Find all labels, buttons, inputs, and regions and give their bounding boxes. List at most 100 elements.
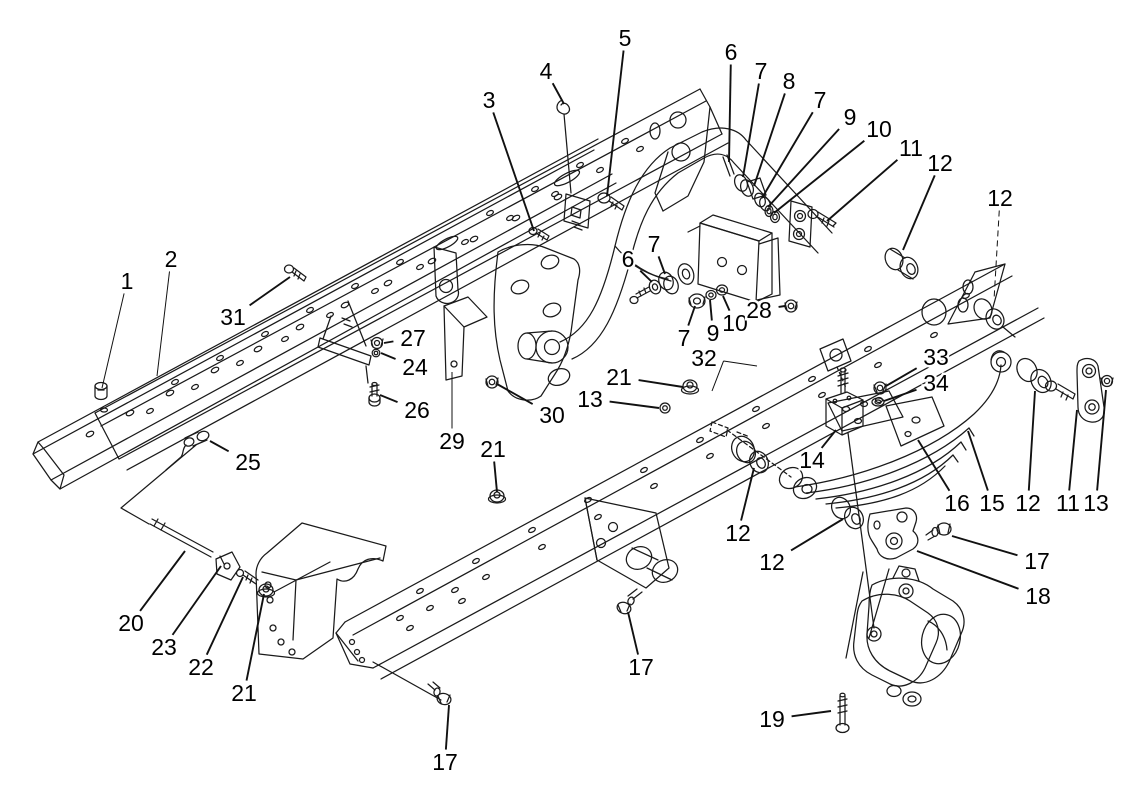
rail-hole — [640, 466, 648, 474]
rail-hole — [253, 345, 263, 353]
callout-label-c2: 2 — [165, 246, 178, 272]
callout-leader-c7b — [761, 111, 814, 199]
rail-hole — [528, 526, 536, 534]
callout-label-c10b: 10 — [722, 310, 748, 336]
callout-leader-c18 — [916, 550, 1019, 590]
callout-leader-c14 — [820, 429, 837, 449]
callout-leader-c12e — [790, 518, 844, 552]
rail-hole — [427, 257, 437, 265]
callout-label-c28: 28 — [746, 297, 772, 323]
callout-leader-c11a — [826, 159, 899, 222]
rail-hole — [808, 375, 816, 383]
callout-leader-c21a — [493, 461, 498, 493]
cap-part-1 — [94, 381, 109, 413]
callout-leader-c7a — [742, 83, 760, 178]
rail-hole — [171, 378, 179, 386]
callout-label-c3: 3 — [483, 87, 496, 113]
callout-label-c30: 30 — [539, 402, 565, 428]
callout-label-c12c: 12 — [1015, 490, 1041, 516]
callout-label-c19: 19 — [759, 706, 785, 732]
loose-fasteners — [283, 99, 798, 706]
callout-leader-c27 — [383, 340, 394, 344]
callout-label-c9b: 9 — [707, 320, 720, 346]
rail-hole — [406, 624, 414, 632]
rail-hole — [594, 513, 602, 521]
rail-hole — [930, 331, 938, 339]
callout-label-c33: 33 — [923, 344, 949, 370]
callout-label-c1: 1 — [121, 268, 134, 294]
callout-label-c17c: 17 — [432, 749, 458, 775]
rail-hole — [306, 306, 314, 314]
rail-hole — [165, 389, 175, 397]
rail-hole — [351, 282, 359, 290]
rail-hole — [576, 161, 584, 169]
rod-and-clamp-assembly — [120, 430, 331, 598]
callout-label-c9a: 9 — [844, 104, 857, 130]
rail-hole — [281, 335, 289, 343]
upper-left-angle-rail — [32, 138, 617, 490]
rail-hole — [531, 185, 539, 193]
callout-leader-c10b — [722, 295, 731, 312]
callout-leader-c1 — [101, 293, 125, 389]
callout-label-c26: 26 — [404, 397, 430, 423]
callout-label-c21b: 21 — [606, 364, 632, 390]
rail-hole — [383, 279, 393, 287]
callout-label-c4: 4 — [540, 58, 553, 84]
callout-leader-c32 — [723, 360, 758, 367]
callout-leader-c6a — [728, 64, 732, 163]
callout-leader-c10a — [773, 140, 865, 214]
callout-label-c34: 34 — [923, 370, 949, 396]
callout-leader-c9a — [767, 128, 840, 208]
callout-label-c12d: 12 — [725, 520, 751, 546]
rail-hole — [416, 263, 424, 271]
callout-label-c8: 8 — [783, 68, 796, 94]
callout-label-c7d: 7 — [678, 325, 691, 351]
callout-label-c12a: 12 — [927, 150, 953, 176]
callout-label-c22: 22 — [188, 654, 214, 680]
callout-leader-c31 — [249, 276, 291, 307]
rail-hole — [650, 482, 658, 490]
callout-leader-c25 — [209, 440, 230, 453]
rail-hole — [146, 407, 154, 415]
pivot-bracket — [493, 243, 581, 401]
rail-hole — [216, 354, 224, 362]
callout-leader-c4 — [551, 82, 565, 105]
rail-hole — [636, 145, 644, 153]
rail-hole — [752, 405, 760, 413]
callout-label-c31: 31 — [220, 304, 246, 330]
callout-label-c20: 20 — [118, 610, 144, 636]
callout-label-c29: 29 — [439, 428, 465, 454]
callout-leader-c30 — [496, 383, 534, 405]
callout-leader-c6b — [639, 270, 653, 283]
rail-hole — [426, 604, 434, 612]
callout-label-c15: 15 — [979, 490, 1005, 516]
rail-hole — [461, 238, 469, 246]
callout-label-c11a: 11 — [899, 135, 923, 161]
rail-hole — [295, 323, 305, 331]
spring-hanger-bracket — [867, 507, 952, 560]
rail-hole — [696, 436, 704, 444]
callout-leader-c12c — [1027, 390, 1036, 491]
callout-label-c14: 14 — [799, 447, 825, 473]
callout-leader-c17c — [444, 704, 450, 750]
main-frame-rail — [335, 263, 1045, 701]
rail-hole — [538, 543, 546, 551]
callout-leader-c12a — [902, 174, 936, 251]
rail-hole — [482, 573, 490, 581]
callout-leader-c22 — [205, 576, 244, 656]
rail-hole — [458, 597, 466, 605]
leaf-spring-assembly — [730, 298, 1114, 659]
rail-hole — [486, 209, 494, 217]
rail-hole — [469, 235, 479, 243]
line-art — [32, 88, 1114, 734]
callout-label-c23: 23 — [151, 634, 177, 660]
callout-leader-c5 — [606, 50, 625, 197]
callout-leader-c2 — [156, 271, 171, 377]
rail-hole — [506, 214, 514, 222]
callout-label-c13a: 13 — [577, 386, 603, 412]
callout-label-c5: 5 — [619, 25, 632, 51]
callout-leader-c7c — [657, 256, 666, 275]
